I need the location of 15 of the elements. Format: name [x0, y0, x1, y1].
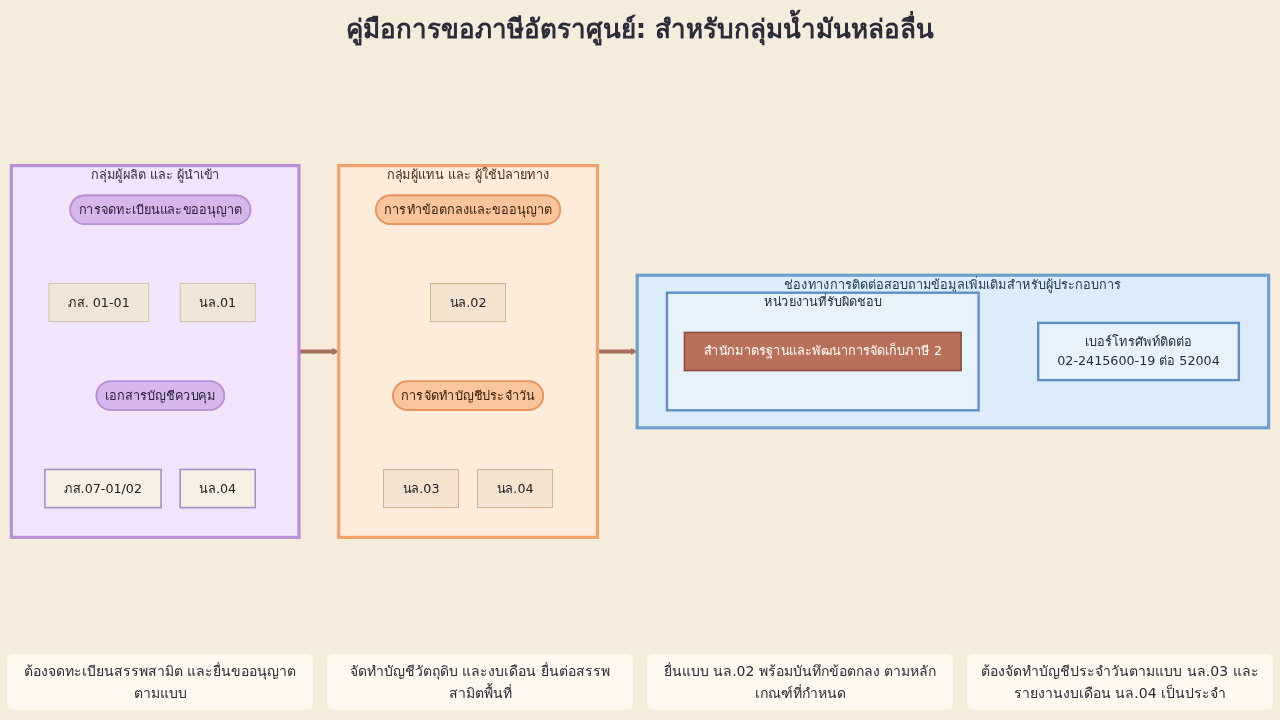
node-box: สำนักมาตรฐานและพัฒนาการจัดเก็บภาษี 2	[683, 331, 962, 372]
node-box: นล.04	[477, 469, 554, 508]
arrow	[299, 348, 340, 355]
node-box: ภส.07-01/02	[44, 468, 162, 509]
caption-note: ต้องจัดทำบัญชีประจำวันตามแบบ นล.03 และรายงานงบเดือน นล.04 เป็นประจำ	[967, 654, 1273, 710]
node-box: นล.01	[179, 283, 256, 323]
diagram-title: คู่มือการขอภาษีอัตราศูนย์: สำหรับกลุ่มน้ำมันหล่อลื่น	[345, 8, 935, 49]
node-box: นล.03	[383, 469, 459, 508]
caption-note: จัดทำบัญชีวัตถุดิบ และงบเดือน ยื่นต่อสรรพสามิตพื้นที่	[327, 654, 633, 710]
caption-note: ยื่นแบบ นล.02 พร้อมบันทึกข้อตกลง ตามหลักเกณฑ์ที่กำหนด	[647, 654, 953, 710]
node-box: นล.02	[430, 283, 506, 323]
node-box: ภส. 01-01	[48, 283, 150, 323]
node-box: เบอร์โทรศัพท์ติดต่อ 02-2415600-19 ต่อ 52004	[1037, 321, 1241, 382]
caption-note: ต้องจดทะเบียนสรรพสามิต และยื่นขออนุญาตตามแบบ	[7, 654, 313, 710]
node-box: นล.04	[179, 468, 256, 509]
